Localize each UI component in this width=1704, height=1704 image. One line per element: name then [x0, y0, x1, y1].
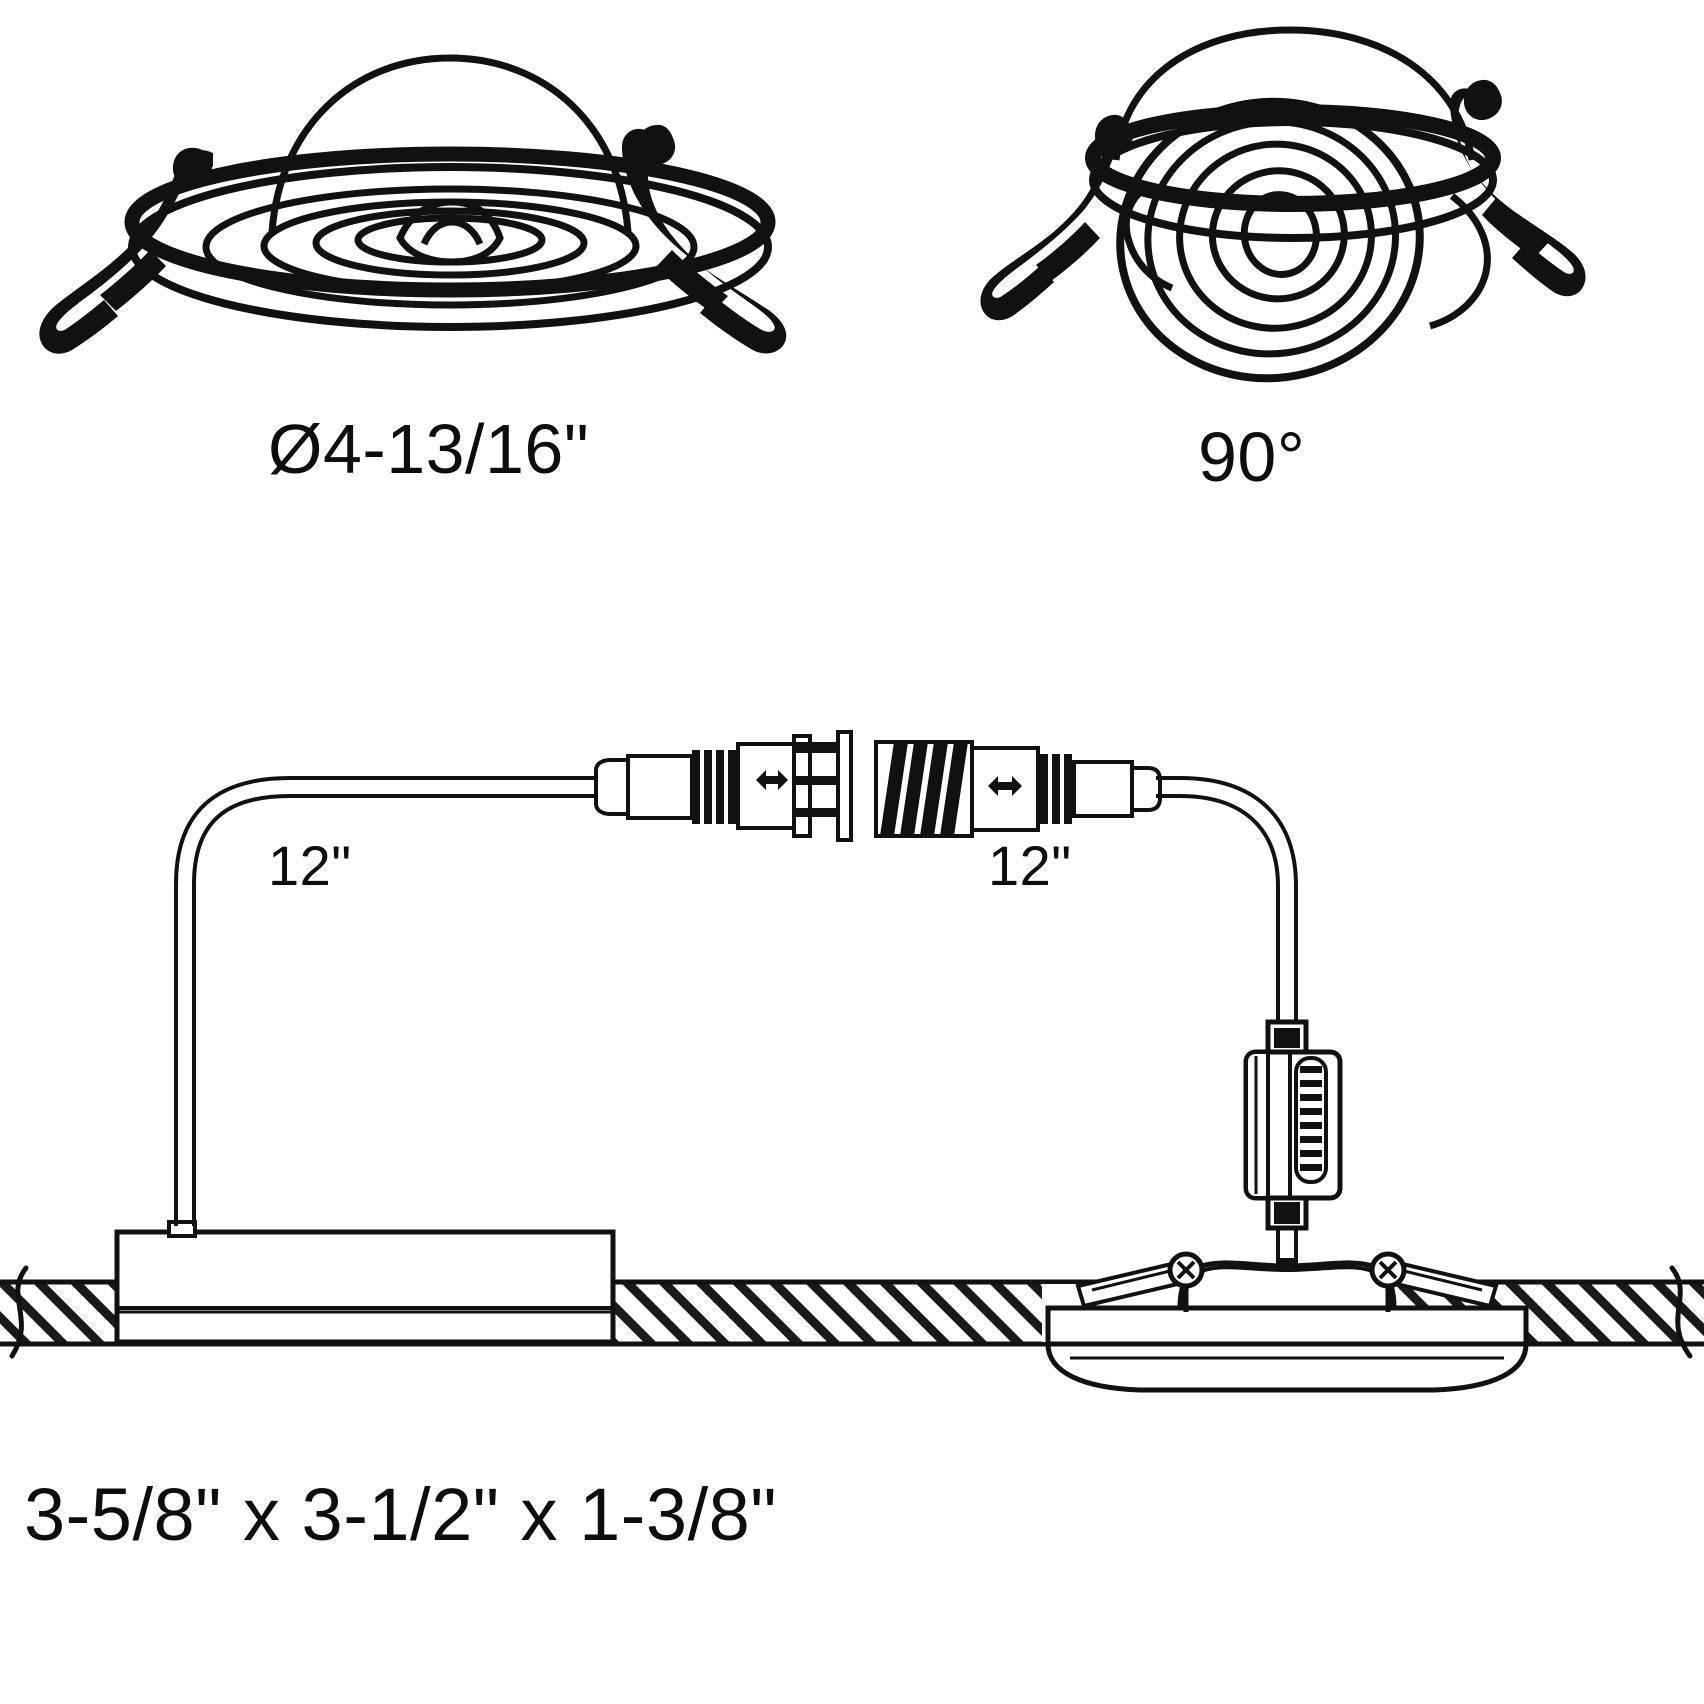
latch-finger-3	[796, 808, 842, 817]
tilted-spring-clip-right	[1449, 79, 1586, 297]
gimbal-ring-3	[1176, 140, 1375, 332]
gimbal-ring-4	[1208, 167, 1348, 303]
recessed-fixture-section	[1045, 1251, 1529, 1393]
junction-box	[114, 1220, 616, 1345]
ceiling-break-right	[1669, 1265, 1693, 1359]
driver-top-grommet-fill	[1274, 1028, 1300, 1048]
connector-alignment-arrow-left	[756, 770, 788, 790]
installation-section-view	[0, 730, 1704, 1393]
fixture-trim-plate	[1045, 1305, 1529, 1347]
cord-left	[174, 776, 600, 1226]
front-trim-fixture	[39, 54, 787, 354]
cord-left-edge-inner	[192, 794, 600, 1226]
tilted-housing-dome	[1112, 26, 1476, 161]
connector-female-boot	[594, 758, 630, 816]
tilted-trim-band	[1085, 104, 1501, 212]
reflector-ring-1	[202, 185, 698, 309]
cord-right	[1156, 776, 1298, 1024]
cord-length-label-right: 12"	[988, 834, 1072, 897]
latch-finger-1	[796, 742, 842, 753]
reflector-ring-3	[312, 207, 588, 279]
cord-right-edge-outer	[1156, 776, 1298, 1024]
connector-male-boot	[1130, 766, 1162, 812]
connector-alignment-arrow-right	[988, 776, 1022, 796]
connector-female-face	[836, 730, 853, 842]
fixture-clip-right	[1369, 1251, 1499, 1312]
junction-box-dimension-label: 3-5/8" x 3-1/2" x 1-3/8"	[24, 1473, 778, 1556]
tilted-gimbal-fixture	[980, 26, 1586, 383]
trim-flange-outer	[128, 163, 772, 331]
gimbal-lens	[1240, 191, 1320, 278]
gimbal-yoke-left	[1122, 181, 1174, 292]
gimbal-head-group	[1116, 97, 1424, 383]
cord-to-fixture	[1276, 1228, 1298, 1267]
junction-box-knockout	[167, 1220, 197, 1238]
cord-length-label-left: 12"	[268, 834, 352, 897]
gimbal-rear-arc	[1428, 193, 1491, 330]
diameter-dimension-label: Ø4-13/16"	[268, 410, 590, 488]
connector-male-threads	[874, 740, 974, 838]
lens-tip	[420, 218, 484, 246]
fixture-clip-left	[1075, 1251, 1205, 1312]
junction-box-body	[114, 1229, 616, 1345]
cord-right-edge-inner	[1156, 794, 1280, 1024]
gimbal-ring-2	[1144, 118, 1400, 358]
ceiling-break-left	[9, 1265, 29, 1359]
connector-female	[594, 730, 853, 842]
cord-left-edge-outer	[174, 776, 600, 1226]
latch-finger-2	[796, 776, 842, 785]
housing-dome-outline	[268, 54, 632, 236]
gimbal-outer-ring	[1116, 97, 1424, 383]
connector-male-knurl	[1040, 754, 1072, 824]
led-driver-module	[1243, 1019, 1343, 1231]
connector-male	[874, 740, 1162, 838]
connector-female-barrel	[626, 754, 694, 820]
lens-cone	[396, 198, 504, 266]
connector-female-knurl	[692, 750, 736, 824]
connector-male-barrel	[1072, 760, 1134, 818]
tilt-angle-label: 90°	[1198, 418, 1306, 496]
driver-bottom-grommet-fill	[1274, 1202, 1300, 1224]
fixture-cord-entry	[1276, 1258, 1298, 1267]
fixture-trim-lip	[1045, 1341, 1529, 1393]
driver-heatsink-fins	[1294, 1056, 1328, 1184]
